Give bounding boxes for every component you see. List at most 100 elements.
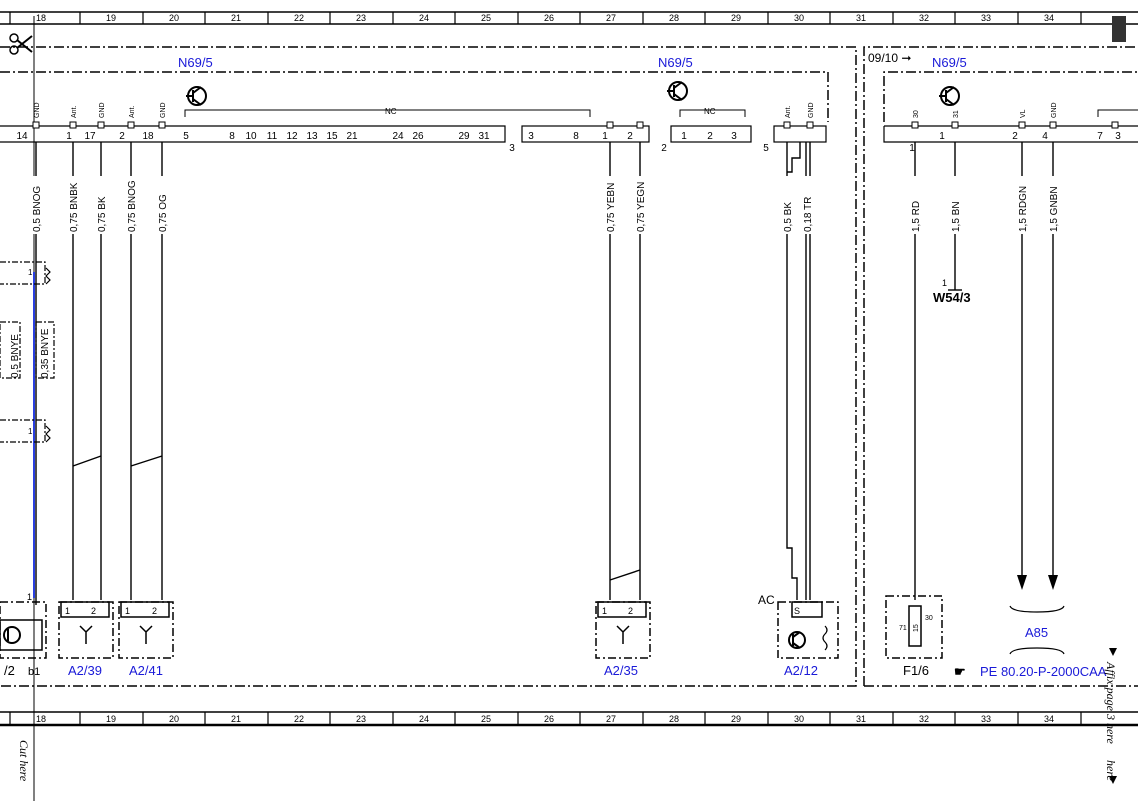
wire-label: 1,5 BN — [951, 201, 962, 232]
connector-number: 3 — [731, 131, 737, 142]
transistor-icon — [186, 81, 960, 106]
grid-column-label: 19 — [106, 13, 116, 23]
wire-label: 0,5 BK — [783, 202, 794, 232]
reference-link[interactable]: PE 80.20-P-2000CAA — [980, 664, 1107, 679]
connector-number: 3 — [1115, 131, 1121, 142]
connector-number: 1 — [602, 131, 608, 142]
fuse-pin-30: 30 — [925, 615, 933, 622]
a239-pin-1: 1 — [65, 606, 70, 616]
grid-column-label: 29 — [731, 13, 741, 23]
grid-column-label: 27 — [606, 13, 616, 23]
connector-number: 5 — [183, 131, 189, 142]
grid-column-label: 19 — [106, 714, 116, 724]
module-title-mid: N69/5 — [658, 55, 693, 70]
pin-label: VL — [1020, 109, 1027, 118]
a212-transistor-icon — [788, 625, 828, 651]
module-title-right: N69/5 — [932, 55, 967, 70]
connector-number: 1 — [909, 143, 915, 154]
grid-column-label: 33 — [981, 13, 991, 23]
pin-label: Ant. — [71, 105, 78, 118]
connector-number: 1 — [939, 131, 945, 142]
grid-column-label: 23 — [356, 13, 366, 23]
connector-number: 2 — [627, 131, 633, 142]
page-fold-marker — [1112, 16, 1126, 42]
pin-connector — [69, 121, 77, 129]
left-pin-1: 1 — [28, 268, 33, 277]
pin-label: GND — [34, 102, 41, 118]
connector-number: 12 — [286, 131, 298, 142]
cut-here-left: Cut here — [17, 740, 31, 782]
component-a241: A2/41 — [129, 663, 163, 678]
connector-number: 8 — [573, 131, 579, 142]
connector-number: 21 — [346, 131, 358, 142]
wire-label: 0,75 BNOG — [127, 180, 138, 232]
pin-connector — [97, 121, 105, 129]
component-a235: A2/35 — [604, 663, 638, 678]
pin-connector — [606, 121, 614, 129]
component-b1: b1 — [28, 666, 40, 678]
connector-number: 2 — [119, 131, 125, 142]
connector-number: 2 — [707, 131, 713, 142]
grid-column-label: 20 — [169, 714, 179, 724]
pin-connector — [911, 121, 919, 129]
grid-column-label: 34 — [1044, 714, 1054, 724]
connector-number: 3 — [509, 143, 515, 154]
pin-label: Ant. — [785, 105, 792, 118]
pin-connector — [32, 121, 40, 129]
module-title-left: N69/5 — [178, 55, 213, 70]
grid-column-label: 24 — [419, 714, 429, 724]
connector-number: 3 — [528, 131, 534, 142]
connector-number: 8 — [229, 131, 235, 142]
pin-connector — [1049, 121, 1057, 129]
cut-here-right: Affix page 3 here — [1104, 661, 1118, 745]
grid-column-label: 22 — [294, 13, 304, 23]
connector-number: 24 — [392, 131, 404, 142]
wire-label: 0,75 BK — [97, 196, 108, 232]
grid-column-label: 25 — [481, 714, 491, 724]
grid-column-label: 25 — [481, 13, 491, 23]
wire-label: 0,35 BNYE — [40, 328, 51, 378]
wire-label: 0,75 YEBN — [606, 183, 617, 232]
pin-label: GND — [160, 102, 167, 118]
nc-label: NC — [385, 107, 397, 116]
grid-column-label: 28 — [669, 714, 679, 724]
pin-connector — [1111, 121, 1119, 129]
n695-right-box — [883, 71, 1138, 122]
left-comp-pin-1: 1 — [27, 592, 32, 602]
pin-connector — [1018, 121, 1026, 129]
connector-strip — [0, 125, 1138, 143]
connector-number: 13 — [306, 131, 318, 142]
wire-label: 0,75 YEGN — [636, 182, 647, 232]
pin-label: GND — [1051, 102, 1058, 118]
arrow-icon — [1017, 575, 1058, 590]
left-transistor-icon — [3, 626, 21, 644]
wire-label: 1,5 RD — [911, 201, 922, 232]
pin-label: Ant. — [129, 105, 136, 118]
grid-column-label: 32 — [919, 13, 929, 23]
ac-label: AC — [758, 593, 775, 607]
grid-column-label: 21 — [231, 714, 241, 724]
connector-number: 17 — [84, 131, 96, 142]
connector-number: 31 — [478, 131, 490, 142]
connector-number: 26 — [412, 131, 424, 142]
module-prefix-right: 09/10 ➞ — [868, 51, 911, 65]
component-boxes — [0, 595, 943, 659]
a85-brace — [1009, 605, 1065, 655]
right-frame — [863, 46, 1138, 686]
grid-column-label: 31 — [856, 13, 866, 23]
grid-column-label: 31 — [856, 714, 866, 724]
grid-column-label: 23 — [356, 714, 366, 724]
pin-label: 30 — [913, 110, 920, 118]
grid-column-label: 34 — [1044, 13, 1054, 23]
grid-column-label: 32 — [919, 714, 929, 724]
grid-column-label: 21 — [231, 13, 241, 23]
connector-number: 7 — [1097, 131, 1103, 142]
connector-number: 10 — [245, 131, 257, 142]
connector-number: 2 — [1012, 131, 1018, 142]
grid-column-label: 30 — [794, 714, 804, 724]
grid-column-label: 33 — [981, 714, 991, 724]
grid-column-label: 20 — [169, 13, 179, 23]
connector-number: 15 — [326, 131, 338, 142]
